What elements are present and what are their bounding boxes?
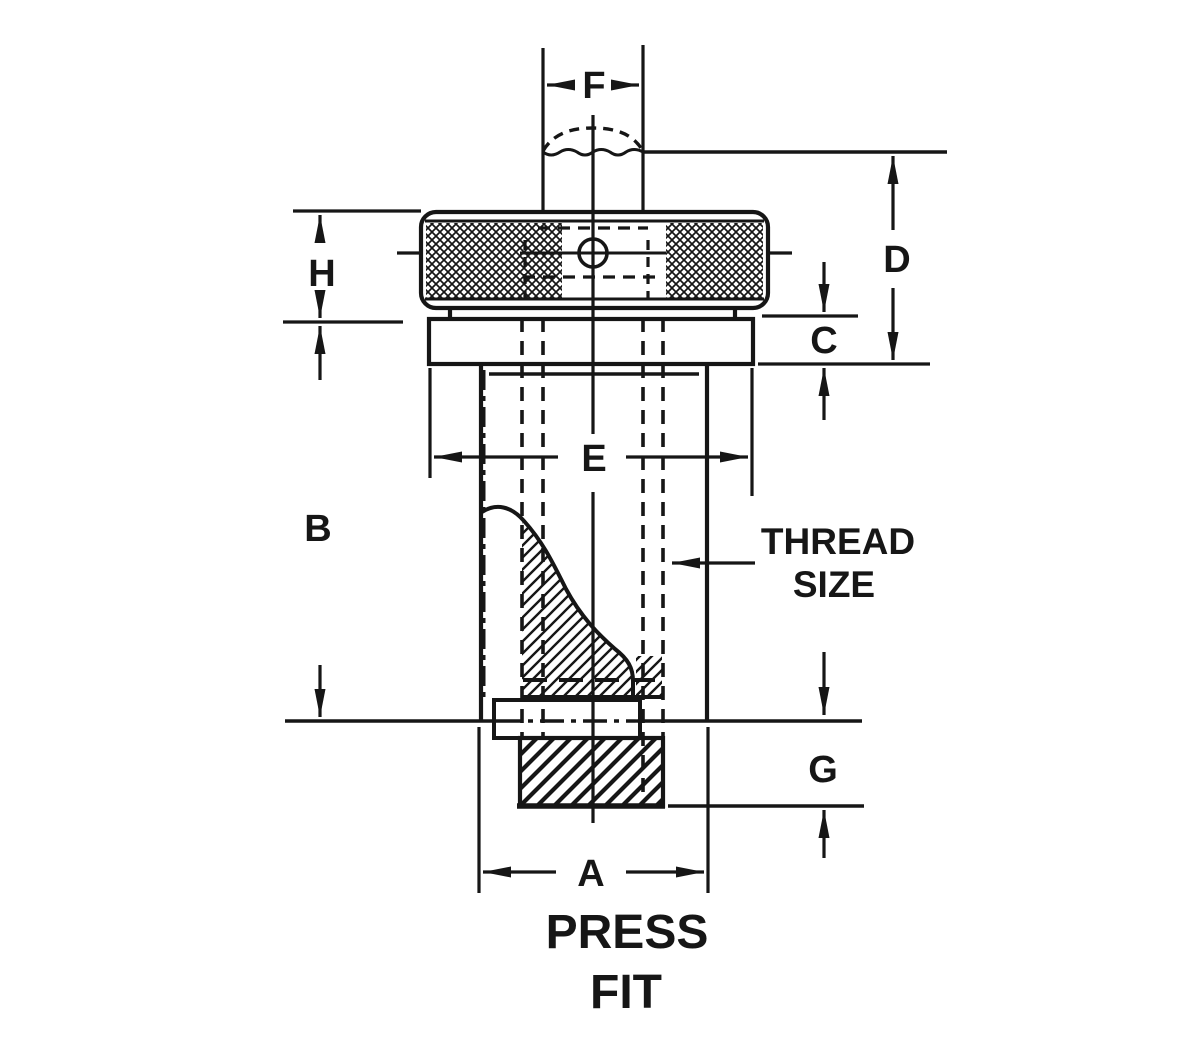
dim-label-c: C bbox=[810, 320, 837, 362]
dim-label-h: H bbox=[308, 253, 335, 295]
dim-label-g: G bbox=[808, 749, 838, 791]
dim-label-b: B bbox=[304, 508, 331, 550]
dim-H bbox=[283, 209, 421, 324]
thread-size-label-line1: THREAD bbox=[761, 521, 915, 562]
knurl-texture-left bbox=[426, 223, 562, 298]
dim-G bbox=[668, 652, 864, 858]
collar-step bbox=[492, 698, 642, 740]
press-fit-label-line1: PRESS bbox=[546, 906, 709, 959]
cutaway-hatch-patch bbox=[636, 656, 662, 697]
cutaway-curve bbox=[480, 504, 635, 697]
dim-label-f: F bbox=[582, 65, 605, 107]
dim-E bbox=[428, 368, 754, 496]
labels: F H D C E B G A THREAD SIZE PRESS FIT bbox=[304, 65, 915, 1019]
knurl-texture-right bbox=[666, 223, 763, 298]
flange bbox=[426, 316, 756, 367]
dimensions bbox=[283, 45, 947, 893]
dim-D bbox=[643, 150, 947, 360]
thread-size-label-line2: SIZE bbox=[793, 564, 875, 605]
dim-label-d: D bbox=[883, 239, 910, 281]
press-fit-label-line2: FIT bbox=[590, 966, 662, 1019]
dim-label-a: A bbox=[577, 853, 604, 895]
dim-A bbox=[477, 727, 710, 893]
dim-label-e: E bbox=[581, 438, 606, 480]
centerlines bbox=[482, 115, 595, 823]
dim-F bbox=[541, 45, 645, 212]
dim-C bbox=[758, 262, 930, 420]
dim-B bbox=[285, 326, 862, 723]
